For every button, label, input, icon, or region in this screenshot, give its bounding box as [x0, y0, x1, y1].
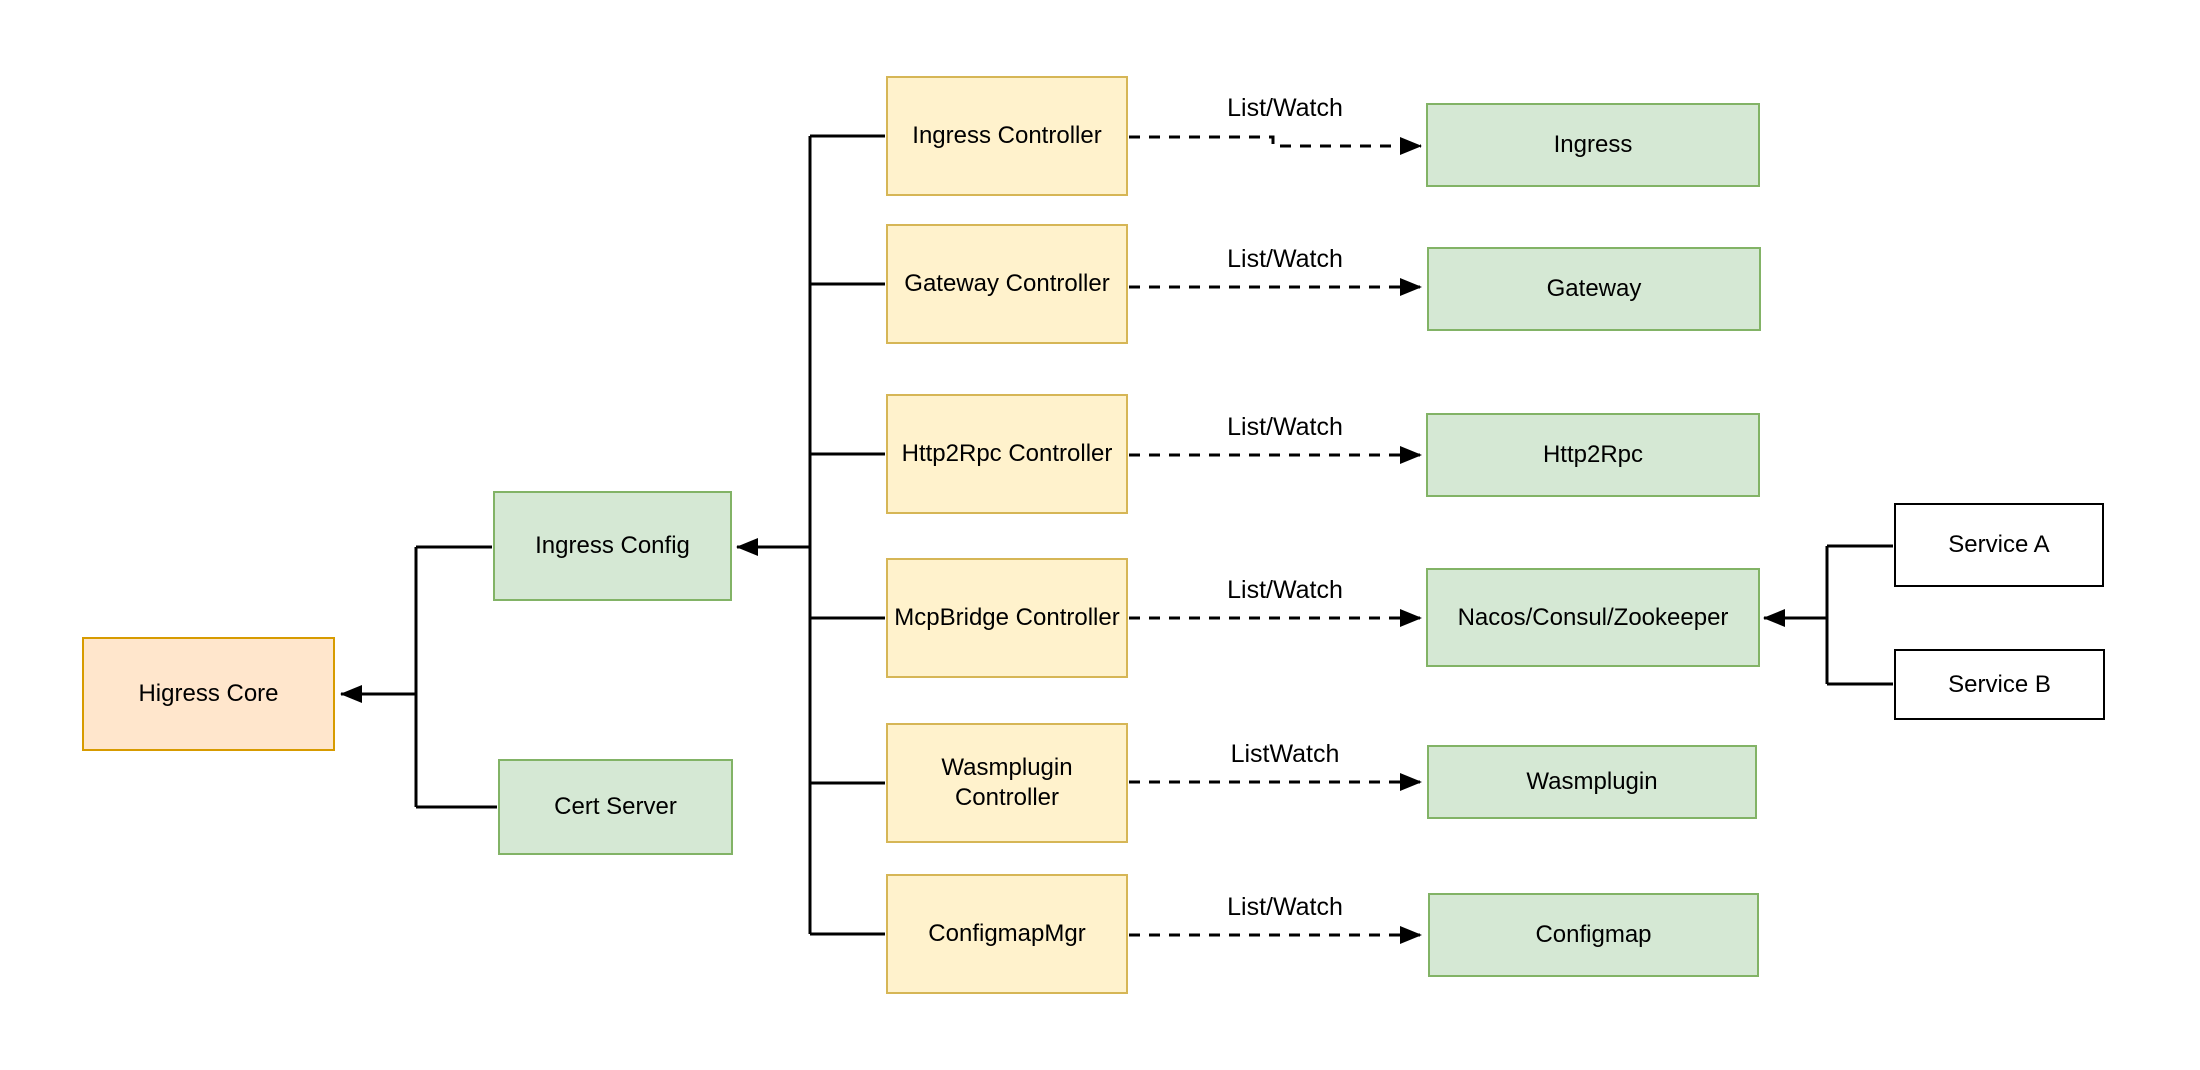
edge-services-bracket	[1825, 544, 1893, 686]
edge-label-listwatch-wasmplugin: ListWatch	[1230, 740, 1340, 768]
node-gateway-controller-label: Gateway Controller	[904, 270, 1110, 297]
edge-label-listwatch-mcpbridge: List/Watch	[1227, 576, 1343, 604]
node-configmapmgr-label: ConfigmapMgr	[928, 920, 1086, 947]
node-gateway-resource-label: Gateway	[1546, 275, 1642, 302]
edge-controllers-trunk	[808, 134, 885, 936]
node-mcpbridge-controller-label: McpBridge Controller	[894, 604, 1120, 631]
node-ingress-controller: Ingress Controller	[886, 76, 1128, 196]
node-gateway-controller: Gateway Controller	[886, 224, 1128, 344]
node-ingress-controller-label: Ingress Controller	[912, 122, 1102, 149]
node-http2rpc-resource-label: Http2Rpc	[1542, 441, 1644, 468]
node-service-b-label: Service B	[1948, 670, 2051, 698]
edge-label-listwatch-gateway: List/Watch	[1227, 245, 1343, 273]
edge-config-bracket	[414, 545, 497, 809]
node-higress-core: Higress Core	[82, 637, 335, 751]
edge-label-listwatch-configmap: List/Watch	[1227, 893, 1343, 921]
node-service-a: Service A	[1894, 503, 2104, 587]
node-configmapmgr: ConfigmapMgr	[886, 874, 1128, 994]
node-cert-server-label: Cert Server	[554, 793, 677, 820]
node-http2rpc-controller-label: Http2Rpc Controller	[901, 440, 1113, 467]
node-registry: Nacos/Consul/Zookeeper	[1426, 568, 1760, 667]
node-higress-core-label: Higress Core	[138, 680, 279, 707]
edge-label-listwatch-ingress: List/Watch	[1227, 94, 1343, 122]
node-http2rpc-controller: Http2Rpc Controller	[886, 394, 1128, 514]
node-ingress-resource: Ingress	[1426, 103, 1760, 187]
node-service-b: Service B	[1894, 649, 2105, 720]
node-registry-label: Nacos/Consul/Zookeeper	[1457, 603, 1729, 631]
node-wasmplugin-controller: Wasmplugin Controller	[886, 723, 1128, 843]
edge-listwatch-ingress	[1129, 135, 1422, 155]
node-ingress-resource-label: Ingress	[1553, 131, 1633, 158]
node-ingress-config: Ingress Config	[493, 491, 732, 601]
node-ingress-config-label: Ingress Config	[535, 532, 690, 559]
node-configmap-resource-label: Configmap	[1535, 921, 1652, 948]
edge-label-listwatch-http2rpc: List/Watch	[1227, 413, 1343, 441]
node-wasmplugin-resource-label: Wasmplugin	[1526, 768, 1658, 795]
node-configmap-resource: Configmap	[1428, 893, 1759, 977]
node-http2rpc-resource: Http2Rpc	[1426, 413, 1760, 497]
node-service-a-label: Service A	[1948, 531, 2050, 558]
node-gateway-resource: Gateway	[1427, 247, 1761, 331]
node-wasmplugin-resource: Wasmplugin	[1427, 745, 1757, 819]
node-wasmplugin-controller-label: Wasmplugin Controller	[941, 754, 1073, 811]
node-cert-server: Cert Server	[498, 759, 733, 855]
node-mcpbridge-controller: McpBridge Controller	[886, 558, 1128, 678]
